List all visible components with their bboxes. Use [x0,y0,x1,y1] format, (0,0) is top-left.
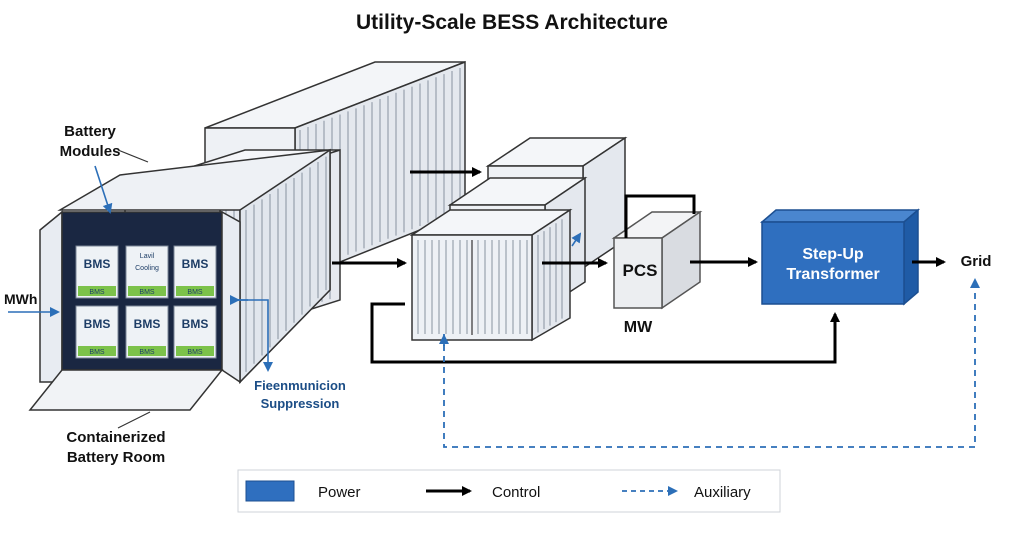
fire-suppression-label-line2: Suppression [261,396,340,411]
module-top-label: BMS [134,317,161,331]
module-bottom-label: BMS [89,349,105,356]
front-small-container [409,208,573,342]
step-up-transformer [759,208,921,306]
mw-label: MW [624,319,653,336]
diagram-title: Utility-Scale BESS Architecture [356,11,668,34]
module-top-label: BMS [84,317,111,331]
battery-module: BMS BMS [173,305,217,359]
grid-label: Grid [961,253,992,270]
container-room-label-line2: Battery Room [67,449,165,466]
battery-module: BMS BMS [75,245,119,299]
container-room-label-line1: Containerized [66,429,165,446]
battery-module: BMS BMS [173,245,217,299]
mwh-label: MWh [4,291,37,307]
pcs-top-link [624,194,696,238]
module-top-label: BMS [182,257,209,271]
pcs-unit [611,210,703,310]
battery-module: BMS BMS [125,305,169,359]
floor-ramp [28,369,224,411]
legend: Power Control Auxiliary [237,469,781,513]
battery-module: BMS BMS [75,305,119,359]
container-aux-arrow [571,232,582,247]
module-bottom-label: BMS [89,289,105,296]
auxiliary-connections [8,165,980,448]
modules-pointer-line [117,149,149,163]
battery-modules-pointer [94,165,113,214]
legend-control-label: Control [492,484,540,501]
left-door [39,210,63,383]
module-bottom-label: BMS [139,289,155,296]
legend-power-swatch [245,480,295,502]
control-loop-line [370,302,840,364]
transformer-label-line2: Transformer [786,266,879,283]
module-bottom-label: BMS [187,289,203,296]
module-bottom-label: BMS [187,349,203,356]
battery-module-grid: BMSBMSLavilCoolingBMSBMSBMSBMSBMSBMSBMSB… [75,245,217,359]
legend-auxiliary-label: Auxiliary [694,484,751,501]
fire-suppression-label-line1: Fieenmunicion [254,378,346,393]
module-top-label: BMS [182,317,209,331]
transformer-label-line1: Step-Up [802,246,864,263]
container-room-pointer [117,411,151,429]
module-mid-label: Cooling [135,265,159,272]
control-connections [332,167,946,364]
auxiliary-loop-line [443,278,980,448]
battery-modules-label-line1: Battery [64,123,116,140]
module-bottom-label: BMS [139,349,155,356]
legend-power-label: Power [318,484,361,501]
pcs-label: PCS [623,261,658,280]
right-door [221,210,241,384]
module-top-label: Lavil [140,253,155,260]
battery-modules-label-line2: Modules [60,143,121,160]
module-top-label: BMS [84,257,111,271]
